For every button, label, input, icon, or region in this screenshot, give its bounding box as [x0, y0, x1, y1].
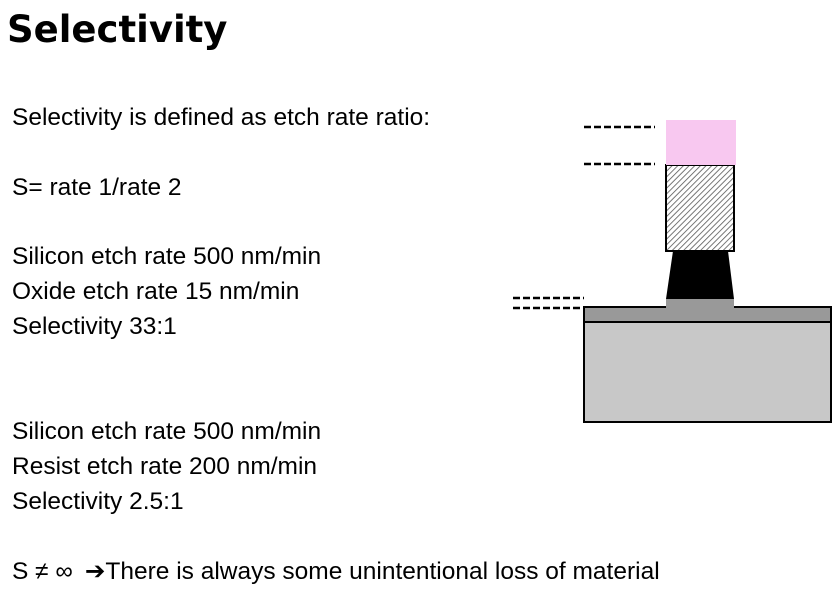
oxide-step [666, 299, 734, 308]
example2-silicon-rate: Silicon etch rate 500 nm/min [12, 418, 322, 445]
conclusion-text: There is always some unintentional loss … [105, 558, 660, 585]
slide-title: Selectivity [7, 8, 228, 51]
formula-text: S= rate 1/rate 2 [12, 174, 182, 201]
eroded-resist-region [666, 120, 736, 165]
arrow-right-icon: ➔ [84, 558, 106, 585]
example2-resist-rate: Resist etch rate 200 nm/min [12, 453, 318, 480]
example2-selectivity: Selectivity 2.5:1 [12, 488, 184, 515]
example1-silicon-rate: Silicon etch rate 500 nm/min [12, 243, 322, 270]
silicon-substrate [583, 321, 832, 423]
conclusion-line: S ≠ ∞ ➔There is always some unintentional… [12, 557, 660, 587]
oxide-layer [583, 306, 832, 323]
hatched-mask-layer [665, 164, 735, 252]
example1-selectivity: Selectivity 33:1 [12, 313, 177, 340]
example1-oxide-rate: Oxide etch rate 15 nm/min [12, 278, 300, 305]
not-infinity-symbol: S ≠ ∞ [12, 558, 73, 585]
etched-silicon-feature [666, 251, 734, 299]
definition-text: Selectivity is defined as etch rate rati… [12, 104, 431, 131]
